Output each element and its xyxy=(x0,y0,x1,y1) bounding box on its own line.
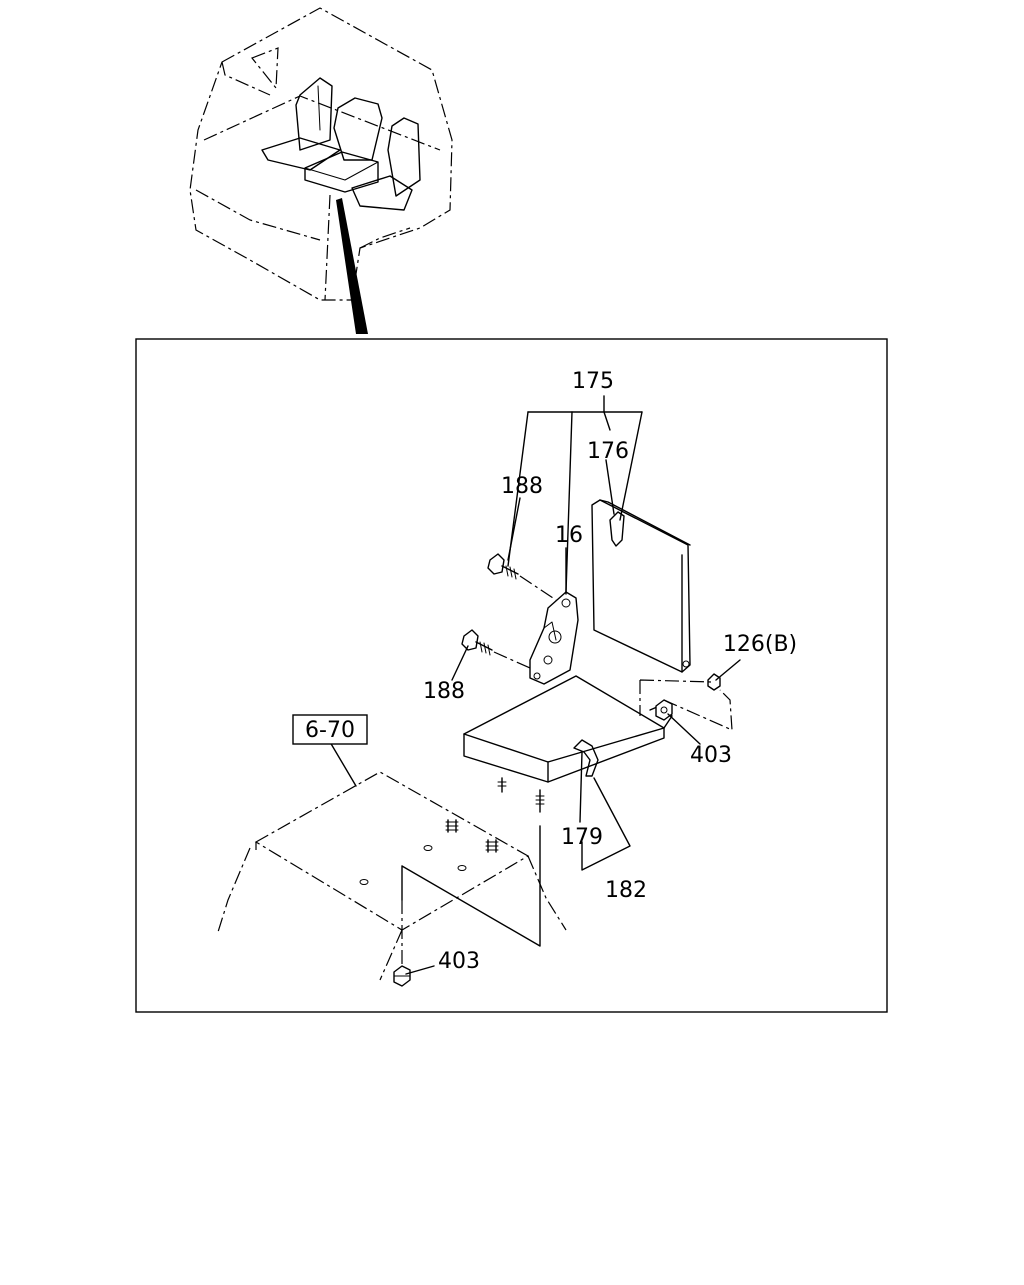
callout-126b: 126(B) xyxy=(723,632,797,657)
nut-126b xyxy=(707,673,721,691)
seat-cushion xyxy=(463,675,673,813)
callout-182: 182 xyxy=(605,878,647,903)
floor-platform xyxy=(217,771,567,981)
bolt-188-top xyxy=(487,553,557,601)
callout-6-70: 6-70 xyxy=(305,718,355,743)
cab-seat-left xyxy=(261,77,341,171)
hinge-bracket xyxy=(529,591,579,685)
callout-175: 175 xyxy=(572,369,614,394)
pointer-wedge xyxy=(336,198,368,334)
bolt-188-bottom xyxy=(461,629,531,669)
callout-16: 16 xyxy=(555,523,583,548)
callout-176: 176 xyxy=(587,439,629,464)
cab-overview xyxy=(189,7,453,334)
callout-403-bottom: 403 xyxy=(438,949,480,974)
callout-179: 179 xyxy=(561,825,603,850)
callout-box-6-70 xyxy=(292,714,368,745)
leader-lines xyxy=(329,395,741,975)
callout-188-bottom: 188 xyxy=(423,679,465,704)
cab-seat-right xyxy=(351,117,421,211)
callout-188-top: 188 xyxy=(501,474,543,499)
nut-403-bottom xyxy=(393,965,411,987)
detail-frame xyxy=(135,338,888,1013)
seat-backrest xyxy=(591,499,691,673)
callout-403-right: 403 xyxy=(690,743,732,768)
cab-seat-center xyxy=(304,97,383,193)
